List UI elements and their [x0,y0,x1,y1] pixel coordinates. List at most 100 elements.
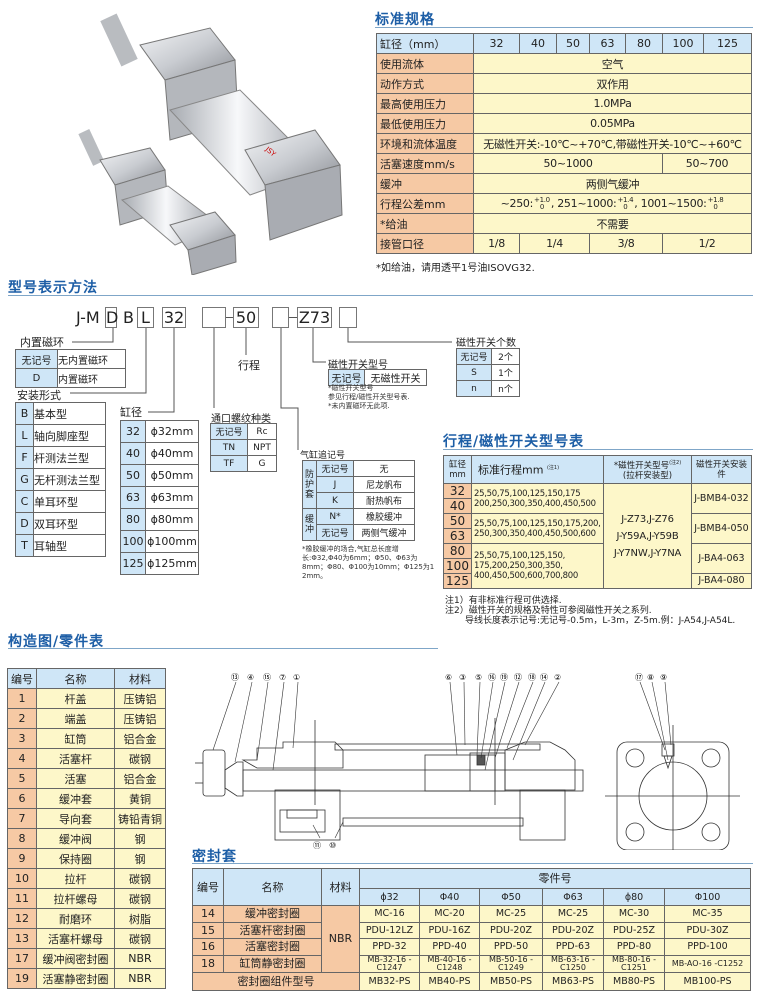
part-material: 压铸铝 [114,708,166,729]
switch-type-label: 磁性开关型号 [328,360,388,371]
header-name: 名称 [223,868,322,906]
code: 无记号 [316,460,354,477]
spec-footnote: *如给油，请用透平1号油ISOVG32. [376,263,535,274]
note-ref: (注2) [669,460,682,467]
callout-12: ⑫ [514,673,522,682]
callout-3: ③ [459,673,466,682]
seal-no: 16 [192,938,224,956]
divider [443,449,753,450]
callout-2: ② [554,673,561,682]
meaning: 双耳环型 [33,512,106,535]
code: TN [210,439,248,456]
part-name: 拉杆螺母 [36,888,115,909]
kit-part: MB80-PS [603,971,665,991]
bore-value: 125 [443,573,472,589]
part-no: 11 [7,888,37,909]
spec-value: 0.05MPa [473,113,752,134]
meaning: ϕ40mm [145,442,199,465]
spec-value: 50~700 [662,153,752,174]
stroke-label: 行程 [238,359,260,372]
header-bore: 缸径mm [443,455,472,484]
mount-label: 安装形式 [17,389,61,402]
spec-title: 标准规格 [375,12,435,28]
code: F [15,446,34,469]
callout-7: ⑦ [279,673,286,682]
tol-text: , 1001~1500: [634,196,707,210]
spec-value: 双作用 [473,73,752,94]
code: 100 [120,530,146,553]
small-cylinder [78,129,237,275]
code: D [15,512,34,535]
table-row: 无记号两侧气缓冲 [303,524,415,541]
model-code-bore: 32 [162,307,186,328]
seal-name: 缸筒静密封圈 [223,954,322,973]
seal-part: PDU-25Z [603,921,665,939]
seal-no: 18 [192,954,224,973]
part-name: 保持圈 [36,848,115,869]
code: J [316,476,354,493]
parts-title: 构造图/零件表 [8,634,105,650]
part-no: 9 [7,848,37,869]
spec-value: 两侧气缓冲 [473,173,752,194]
meaning: 单耳环型 [33,490,106,513]
meaning: 尼龙帆布 [353,476,415,493]
seal-no: 14 [192,905,224,923]
cylinder-product-photo: JSY [78,13,343,275]
seal-part: PDU-30Z [663,921,752,939]
divider [8,295,753,296]
bore-header-label: 缸径（mm） [376,33,474,54]
header-switch-label: *磁性开关型号 [613,460,670,471]
meaning: ϕ32mm [145,420,199,443]
size-header: Φ40 [419,888,480,906]
divider [192,863,753,864]
meaning: ϕ50mm [145,464,199,487]
thread-label: 通口螺纹种类 [211,414,271,425]
part-no: 7 [7,808,37,829]
tol-sup: +1.0 [534,195,550,204]
part-no: 8 [7,828,37,849]
kit-part: MB50-PS [479,971,543,991]
callout-16: ⑯ [488,673,496,682]
extra-note-1: *橡胶缓冲的场合,气缸总长度增 [302,545,399,553]
code: K [316,492,354,509]
bore-value: 63 [443,528,472,544]
meaning: 两侧气缓冲 [353,524,415,541]
bore-header: 32 [473,33,520,54]
seal-part: PDU-12LZ [359,921,420,939]
code: N* [316,508,354,525]
part-material: 碳钢 [114,868,166,889]
part-material: 碳钢 [114,748,166,769]
spec-value: 1.0MPa [473,93,752,114]
seal-part: MC-35 [663,905,752,923]
seal-name: 缓冲密封圈 [223,905,322,923]
part-material: 树脂 [114,908,166,929]
callout-19: ⑲ [500,673,508,682]
callout-8: ⑧ [647,673,654,682]
table-row: 防护套无记号无 [302,460,415,509]
code: S [456,364,492,381]
parts-header: 材料 [114,668,166,689]
header-mount: 磁性开关安装件 [691,455,752,484]
kit-part: MB100-PS [663,971,752,991]
part-name: 缸筒 [36,728,115,749]
meaning: 内置磁环 [57,368,126,388]
switch-type-note-1: *磁性开关型号 [328,384,374,392]
spec-label: 使用流体 [376,53,474,74]
part-name: 拉杆 [36,868,115,889]
code: TF [210,455,248,472]
callout-4: ④ [247,673,254,682]
table-row: 编号名称材料 [7,668,166,689]
header-switch: *磁性开关型号(注2)(拉杆安装型) [603,455,692,484]
